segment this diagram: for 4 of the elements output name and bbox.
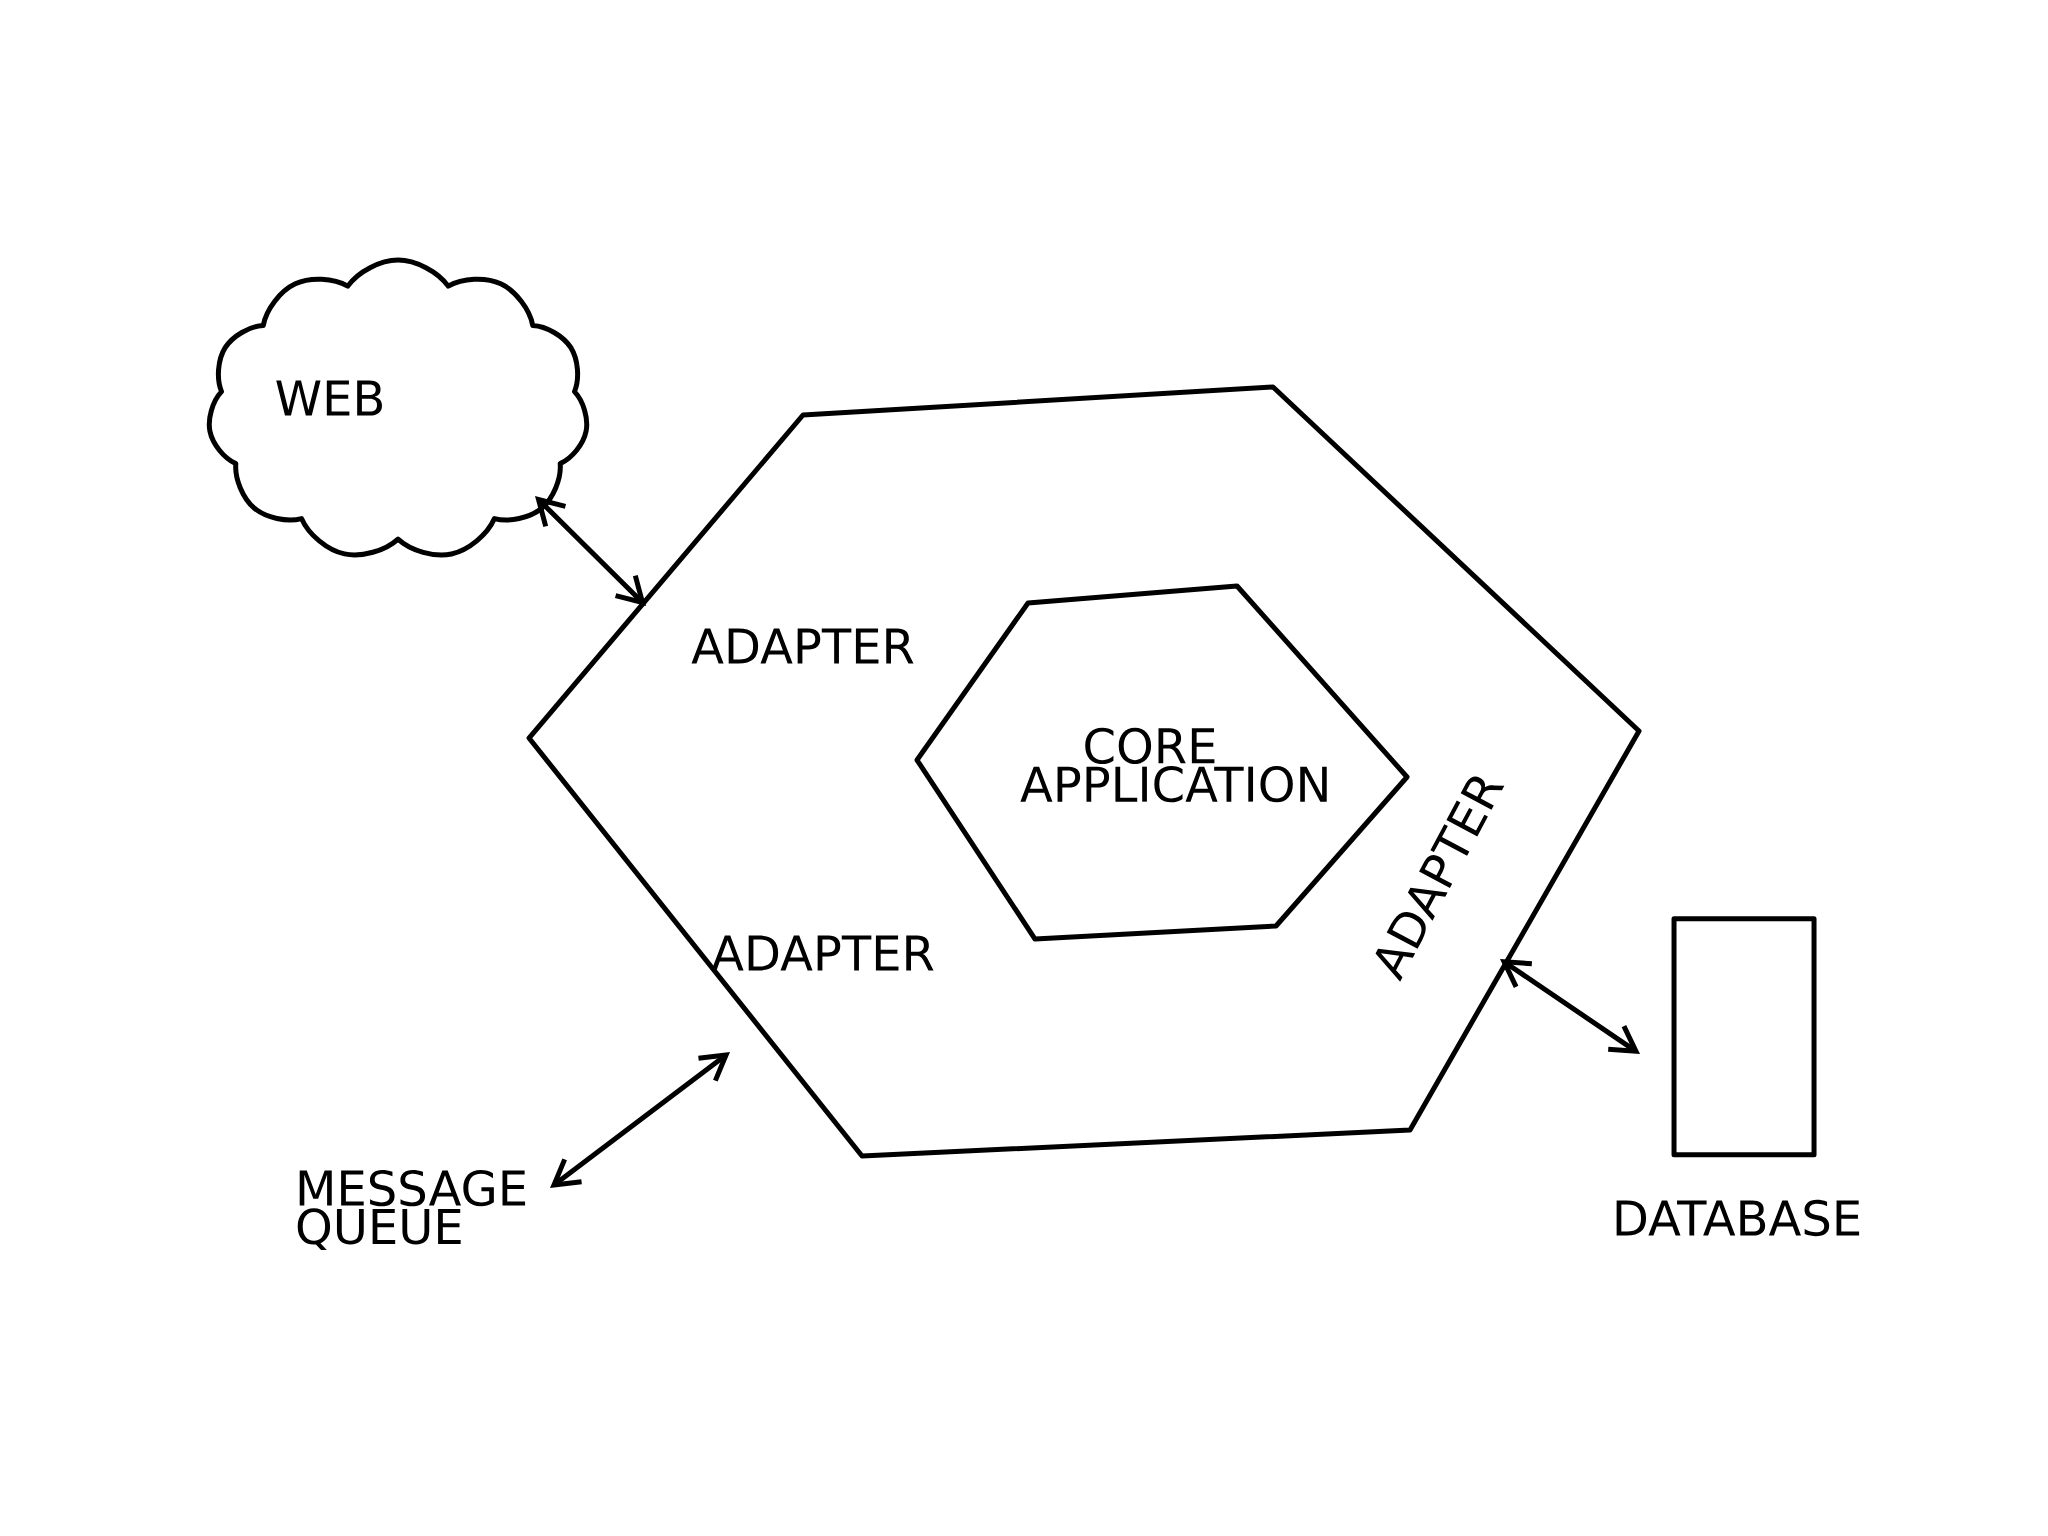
queue-label: MESSAGE QUEUE: [297, 1169, 526, 1251]
arrow: [1500, 959, 1641, 1054]
arrow: [535, 496, 646, 606]
arrow: [550, 1052, 730, 1188]
